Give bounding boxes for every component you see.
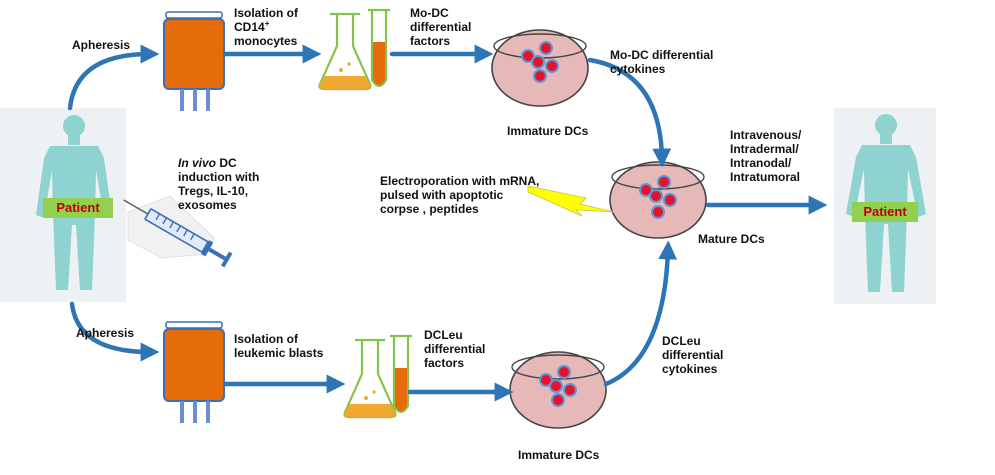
flask-tube-bottom-icon: [343, 334, 412, 419]
flask-tube-top-icon: [318, 8, 390, 91]
modc-cytokines-label: Mo-DC differential cytokines: [610, 48, 714, 76]
isolation-cd14-label: Isolation of CD14+ monocytes: [234, 6, 298, 48]
arrow-patient-to-bag-top: [67, 44, 160, 111]
mature-dcs-label: Mature DCs: [698, 232, 765, 246]
immature-dcs-top-label: Immature DCs: [507, 124, 589, 138]
dish-mature-icon: [609, 161, 707, 239]
in-vivo-label: In vivo DC induction with Tregs, IL-10, …: [178, 156, 260, 212]
immature-dcs-bottom-label: Immature DCs: [518, 448, 600, 462]
isolation-leukemic-label: Isolation of leukemic blasts: [234, 332, 324, 360]
arrow-dish-bottom-to-mature: [603, 240, 678, 387]
arrow-dish-top-to-mature: [587, 57, 672, 168]
cell-cluster-bottom: [539, 365, 577, 407]
electroporation-label: Electroporation with mRNA, pulsed with a…: [380, 174, 540, 216]
lightning-bolt-icon: [527, 185, 615, 217]
flow-arrows: [67, 44, 828, 402]
patient-left-label: Patient: [43, 198, 113, 218]
apheresis-top-label: Apheresis: [72, 38, 131, 52]
syringe-icon: [123, 195, 233, 268]
dish-immature-bottom-icon: [509, 351, 607, 429]
blood-bag-top-icon: [163, 11, 225, 111]
patient-right-label: Patient: [852, 202, 918, 222]
dish-immature-top-icon: [491, 29, 589, 107]
apheresis-bottom-label: Apheresis: [76, 326, 135, 340]
blood-bag-bottom-icon: [163, 321, 225, 423]
administration-routes-label: Intravenous/ Intradermal/ Intranodal/ In…: [730, 128, 802, 184]
arrow-patient-to-bag-bottom: [69, 301, 160, 362]
modc-factors-label: Mo-DC differential factors: [410, 6, 472, 48]
cell-cluster-mature: [639, 175, 677, 219]
dcleu-cytokines-label: DCLeu differential cytokines: [662, 334, 724, 376]
cell-cluster-top: [521, 41, 559, 83]
dcleu-factors-label: DCLeu differential factors: [424, 328, 486, 370]
